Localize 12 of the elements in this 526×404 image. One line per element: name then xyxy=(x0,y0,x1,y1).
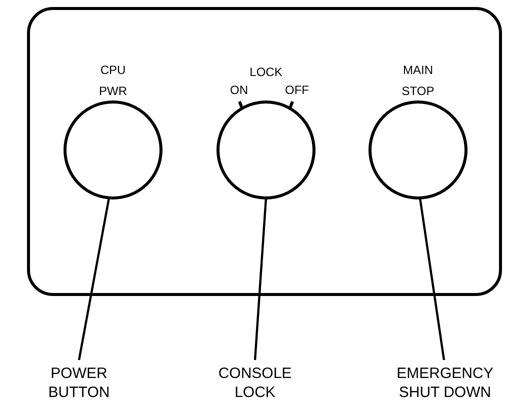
leader-line xyxy=(418,198,446,360)
leader-line xyxy=(78,198,110,360)
leader-line xyxy=(254,198,268,360)
callout-label: CONSOLE LOCK xyxy=(203,364,307,402)
control-panel xyxy=(27,7,502,296)
switch-label: MAIN STOP xyxy=(400,62,436,100)
position-label: OFF xyxy=(284,82,310,99)
position-label: ON xyxy=(229,82,249,99)
callout-label: POWER BUTTON xyxy=(27,364,131,402)
switch-label: CPU PWR xyxy=(98,62,128,100)
switch-label: LOCK xyxy=(248,64,284,81)
callout-label: EMERGENCY SHUT DOWN xyxy=(393,364,497,402)
